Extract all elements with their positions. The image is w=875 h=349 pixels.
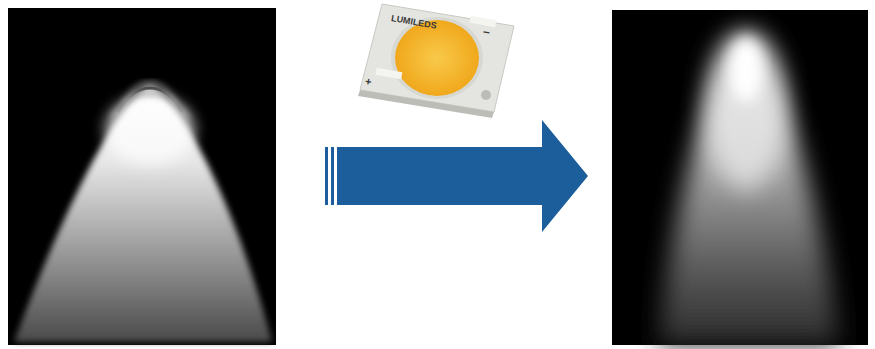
beam-image-after xyxy=(612,10,868,345)
process-arrow xyxy=(325,120,588,232)
led-chip xyxy=(358,4,514,118)
beam-image-before xyxy=(8,8,276,345)
